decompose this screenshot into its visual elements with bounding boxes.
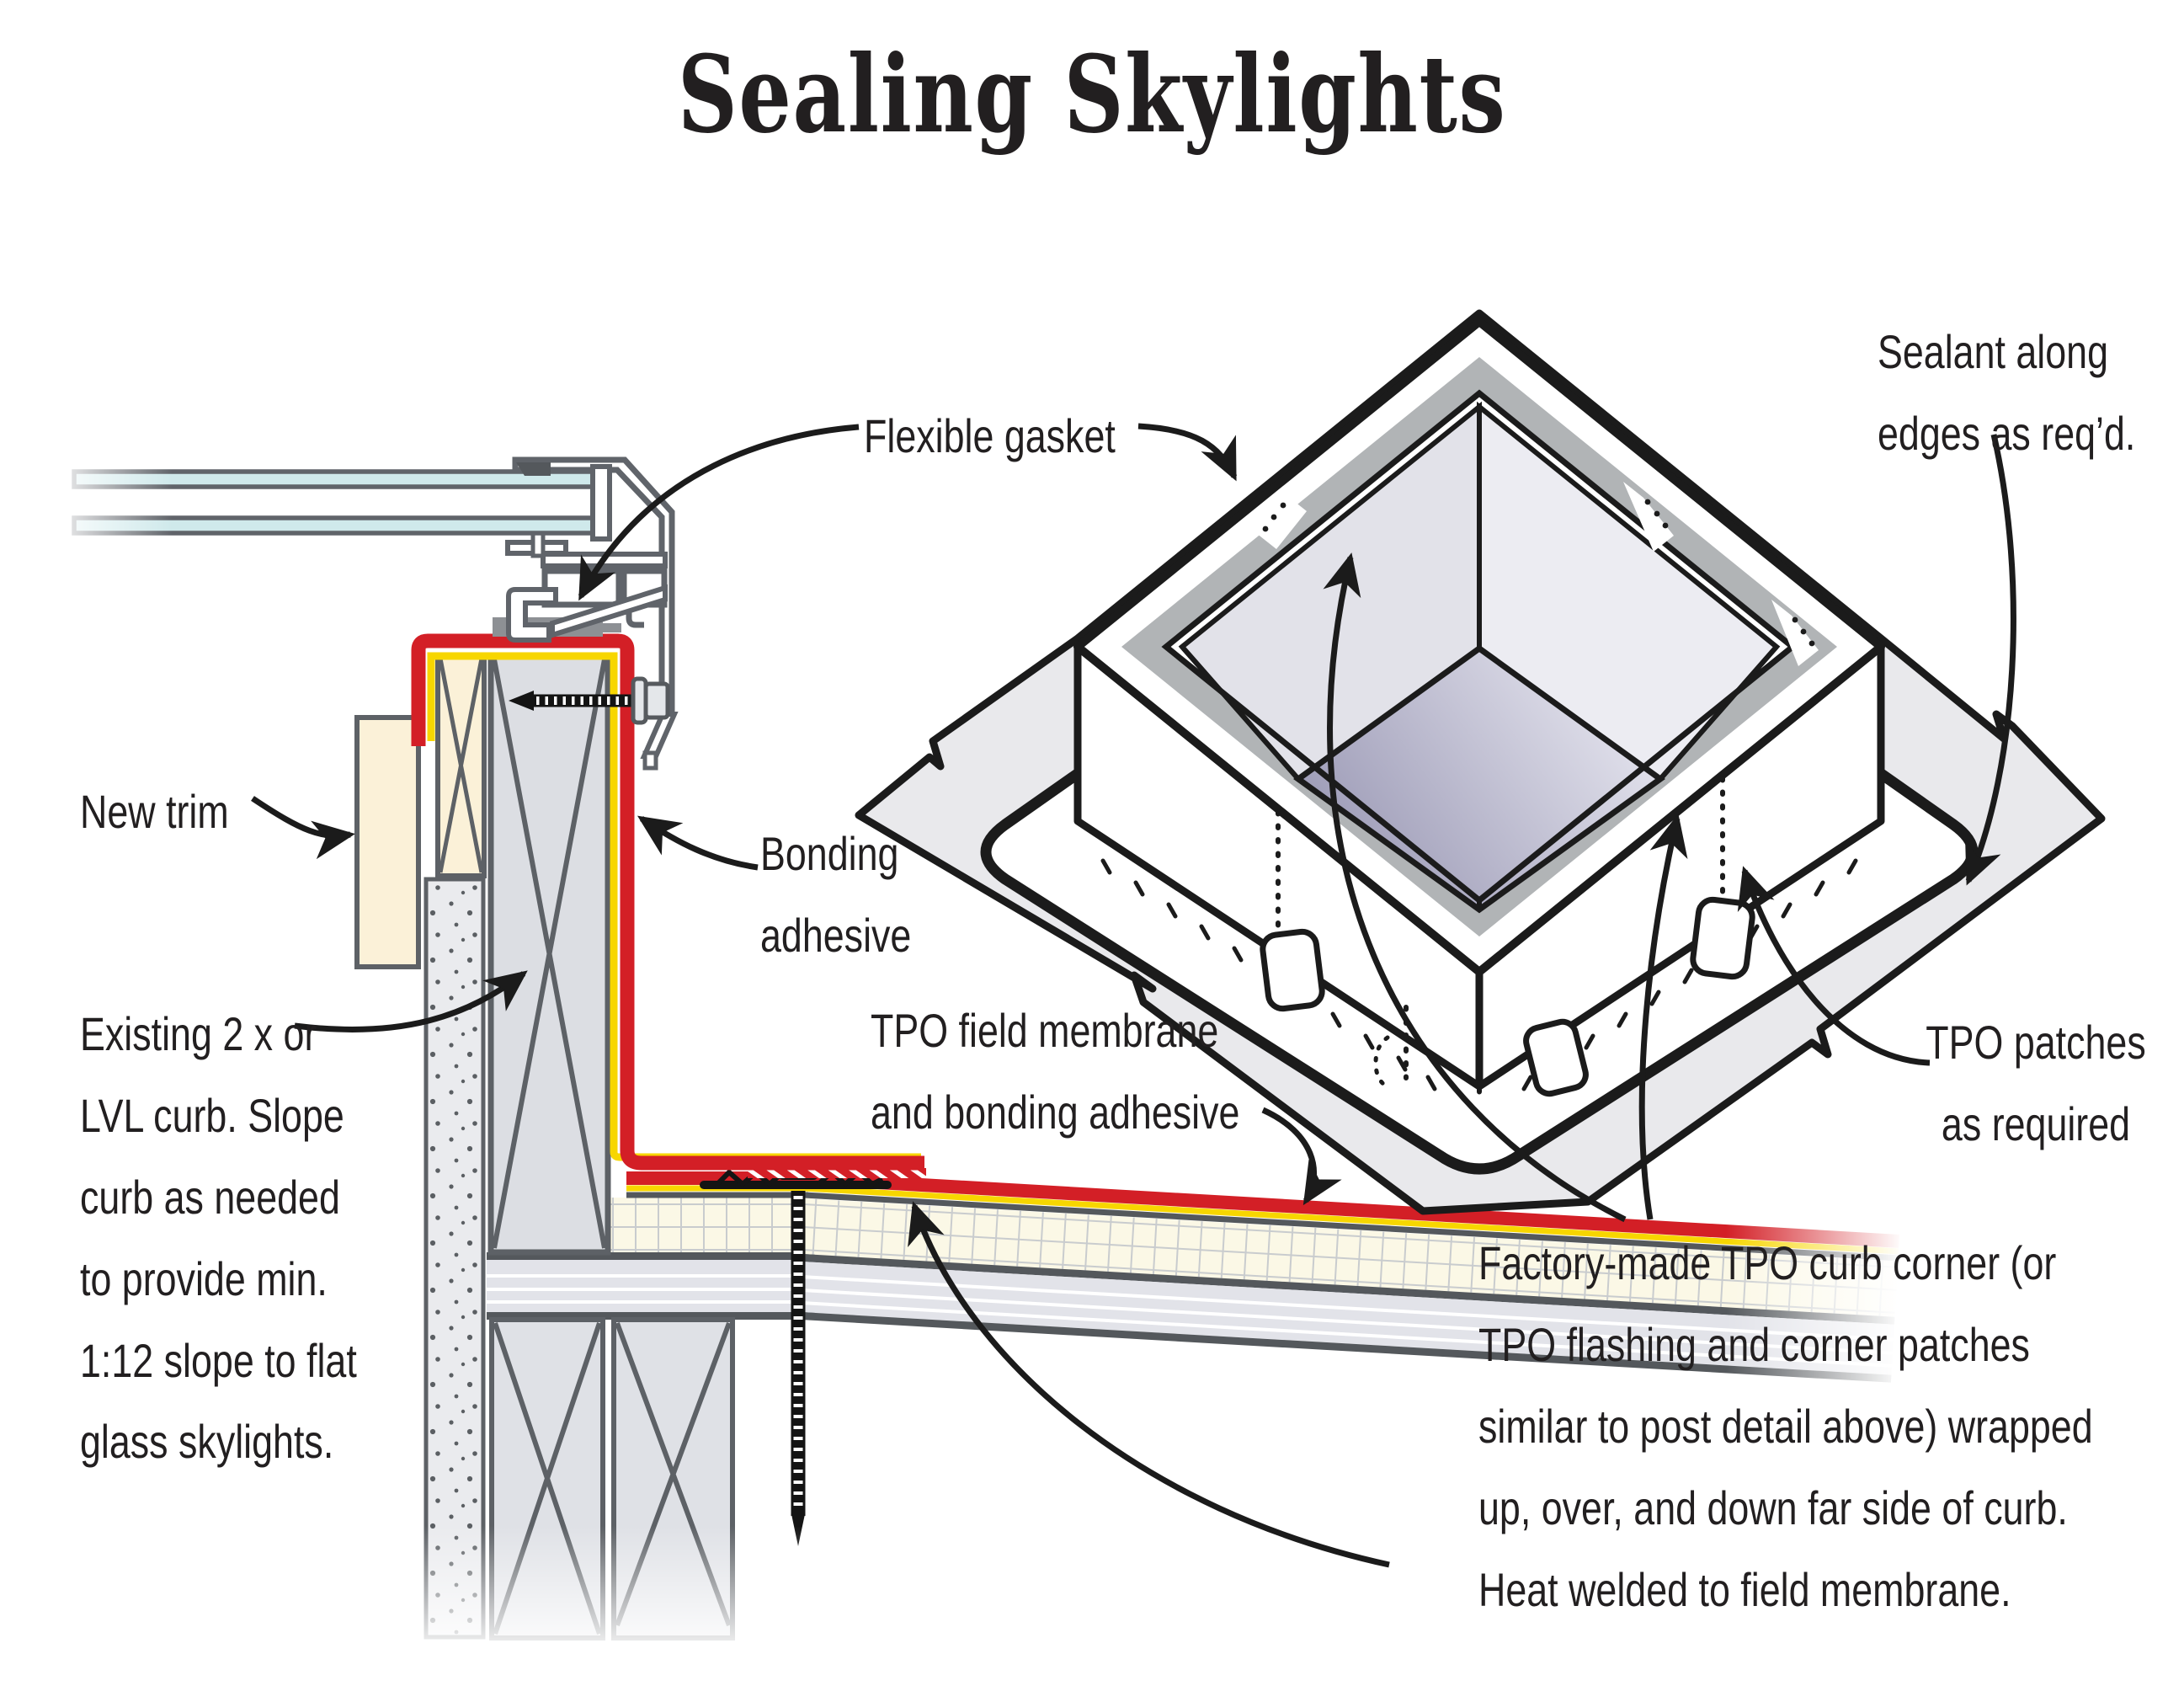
arrow-factory-corner: [1323, 552, 1627, 1223]
inner-rim-edge: [1161, 389, 1798, 904]
insulation-board: [795, 1198, 1899, 1317]
arrow-flexible-gasket-left: [578, 424, 860, 601]
dotted-corner-patch: [1373, 1035, 1392, 1091]
bonding-adhesive-wrap: [427, 652, 921, 1161]
tpo-curb-flashing: [411, 633, 924, 1171]
new-trim-board: [354, 715, 421, 969]
curb-shim: [435, 653, 487, 878]
leader-arrows: [251, 423, 2016, 1568]
existing-curb-lumber: [487, 652, 611, 1256]
isometric-detail: [855, 309, 2106, 1215]
arrow-heat-weld: [908, 1201, 1390, 1568]
roof-deck-sloped: [791, 1171, 1900, 1383]
arrow-sealant: [1965, 434, 2016, 886]
insulation-board: [610, 1198, 812, 1255]
fade-bottom: [328, 1526, 834, 1702]
arrow-tpo-patches: [1737, 866, 1931, 1066]
page-title: Sealing Skylights: [677, 32, 1507, 157]
arrow-flexible-gasket-right: [1137, 423, 1238, 482]
glazing-wedge: [516, 462, 551, 476]
frame-screw: [509, 676, 670, 725]
fade-left: [46, 442, 173, 594]
glass-unit: [72, 462, 612, 542]
arrow-factory-seam: [1638, 814, 1688, 1220]
bonding-adhesive-layer: [798, 1185, 1899, 1255]
roof-deck-level: [487, 1198, 815, 1320]
heat-weld-hatch: [748, 1168, 926, 1178]
label-new-trim: New trim: [80, 785, 229, 838]
arrow-bonding-adhesive: [637, 815, 759, 871]
sealant-band-breaks: [1256, 482, 1819, 666]
arrow-existing-curb: [294, 970, 528, 1032]
wall-sheathing: [423, 877, 486, 1640]
label-flexible-gasket: Flexible gasket: [864, 409, 1116, 462]
arrow-tpo-field: [1261, 1107, 1342, 1206]
tpo-corner-patches: [1260, 896, 1755, 1097]
fade-right: [1726, 1177, 1903, 1455]
arrow-new-trim: [251, 796, 355, 860]
tpo-field-membrane: [799, 1171, 1900, 1248]
glass-spacer: [590, 464, 612, 542]
